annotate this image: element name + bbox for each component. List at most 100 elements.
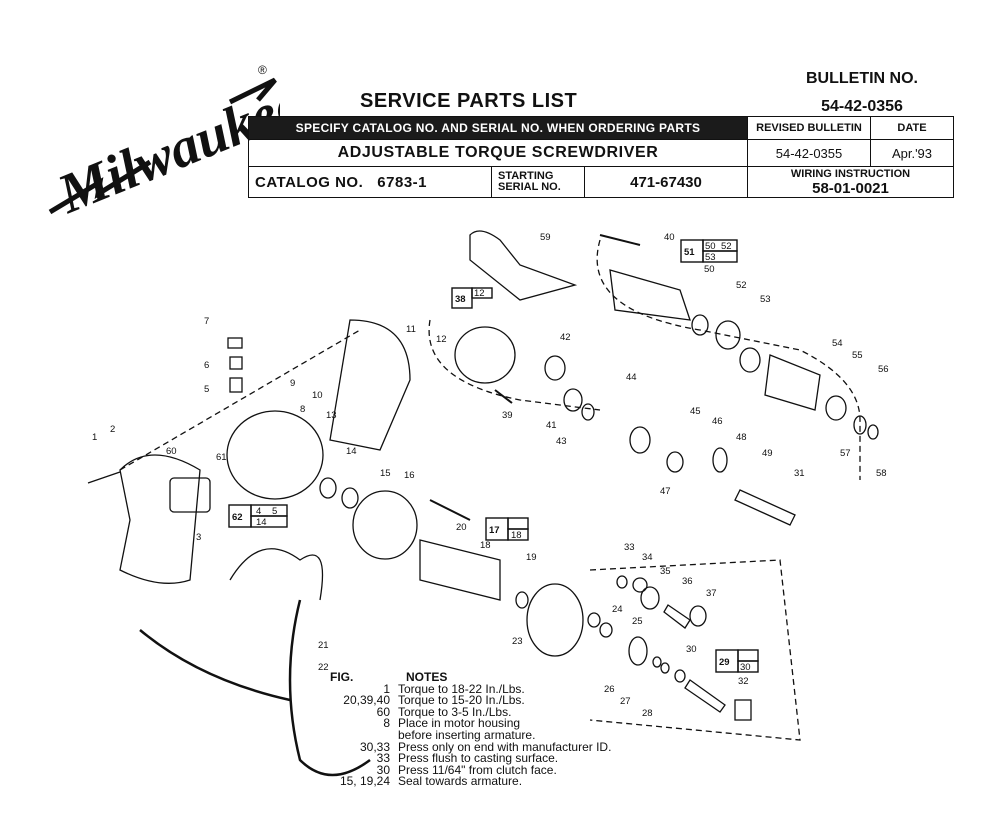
assembly-17-main: 17 [489, 525, 500, 536]
cord-shape [288, 599, 371, 777]
assembly-51-sub-52: 52 [721, 241, 732, 252]
callout-41: 41 [546, 420, 557, 431]
callout-8: 8 [300, 404, 305, 415]
wiring-label: WIRING INSTRUCTION [790, 168, 911, 180]
callout-31: 31 [794, 468, 805, 479]
callout-30: 30 [686, 644, 697, 655]
callout-58: 58 [876, 468, 887, 479]
serial-label-line-2: SERIAL NO. [498, 181, 561, 193]
field-shape [352, 490, 418, 560]
note-text: Torque to 18-22 In./Lbs. [398, 681, 525, 696]
note-text: Press flush to casting surface. [398, 751, 559, 766]
callout-59: 59 [540, 232, 551, 243]
callout-11: 11 [406, 324, 416, 335]
serial-value: 471-67430 [584, 166, 748, 198]
note-fig: 20,39,40 [343, 693, 390, 708]
note-row: 20,39,40 Torque to 15-20 In./Lbs. [330, 693, 611, 708]
callout-60: 60 [166, 446, 177, 457]
handle-cover-shape [329, 319, 411, 451]
assembly-62-sub-5: 5 [272, 506, 277, 517]
assembly-box-38: 38 12 [451, 287, 493, 309]
callout-36: 36 [682, 576, 693, 587]
product-name: ADJUSTABLE TORQUE SCREWDRIVER [248, 139, 748, 167]
callout-2: 2 [110, 424, 115, 435]
note-text: Press 11/64" from clutch face. [398, 762, 557, 777]
callout-14: 14 [346, 446, 357, 457]
notes-header-row: FIG. NOTES [330, 670, 611, 684]
bulletin-label: BULLETIN NO. [806, 70, 918, 87]
callout-43: 43 [556, 436, 567, 447]
callout-42: 42 [560, 332, 571, 343]
assembly-62-main: 62 [232, 512, 243, 523]
assembly-29-main: 29 [719, 657, 730, 668]
switch-shape [169, 477, 211, 513]
callout-46: 46 [712, 416, 723, 427]
assembly-62-sub-4: 4 [256, 506, 261, 517]
callout-3: 3 [196, 532, 201, 543]
callout-19: 19 [526, 552, 537, 563]
notes-section: FIG. NOTES 1 Torque to 18-22 In./Lbs. 20,… [330, 670, 611, 788]
callout-27: 27 [620, 696, 631, 707]
catalog-label: CATALOG NO. [255, 173, 364, 191]
callout-16: 16 [404, 470, 415, 481]
callout-47: 47 [660, 486, 671, 497]
callout-25: 25 [632, 616, 643, 627]
bulletin-number: 54-42-0356 [821, 98, 903, 115]
gear-case-shape [526, 583, 584, 657]
sleeve-shape [764, 354, 821, 411]
nose-assembly-shape [609, 269, 691, 321]
page-title: SERVICE PARTS LIST [360, 90, 578, 112]
catalog-value: 6783-1 [377, 173, 428, 191]
callout-21: 21 [318, 640, 329, 651]
callout-15: 15 [380, 468, 391, 479]
serial-label: STARTING SERIAL NO. [491, 166, 585, 198]
callout-6: 6 [204, 360, 209, 371]
callout-49: 49 [762, 448, 773, 459]
note-row: 1 Torque to 18-22 In./Lbs. [330, 681, 611, 696]
callout-9: 9 [290, 378, 295, 389]
note-text: Torque to 15-20 In./Lbs. [398, 693, 525, 708]
callout-40: 40 [664, 232, 675, 243]
callout-39: 39 [502, 410, 513, 421]
note-text: Place in motor housing [398, 716, 521, 731]
note-fig: 1 [383, 681, 390, 696]
callout-7: 7 [204, 316, 209, 327]
handle-housing-shape [119, 454, 201, 584]
callout-13: 13 [326, 410, 337, 421]
callout-48: 48 [736, 432, 747, 443]
callout-32: 32 [738, 676, 749, 687]
callout-53: 53 [760, 294, 771, 305]
assembly-51-sub-50: 50 [705, 241, 716, 252]
callout-1: 1 [92, 432, 97, 443]
callout-28: 28 [642, 708, 653, 719]
serial-label-line-1: STARTING [498, 170, 554, 182]
note-fig: 30,33 [359, 739, 390, 754]
callout-56: 56 [878, 364, 889, 375]
callout-5: 5 [204, 384, 209, 395]
assembly-62-sub-14: 14 [256, 517, 267, 528]
hanger-shape [469, 230, 578, 301]
assembly-17-sub: 18 [511, 530, 522, 541]
callout-20: 20 [456, 522, 467, 533]
header-table: SPECIFY CATALOG NO. AND SERIAL NO. WHEN … [248, 116, 954, 198]
wiring-value: 58-01-0021 [812, 180, 889, 197]
bulletin-block: BULLETIN NO. 54-42-0356 [792, 68, 932, 118]
milwaukee-logo: Milwaukee ® [48, 63, 280, 222]
assembly-box-17: 17 18 [485, 517, 529, 541]
note-fig: 60 [376, 704, 390, 719]
notes-header: NOTES [406, 670, 448, 684]
catalog-cell: CATALOG NO. 6783-1 [248, 166, 492, 198]
callout-35: 35 [660, 566, 671, 577]
assembly-38-main: 38 [455, 294, 466, 305]
callout-57: 57 [840, 448, 851, 459]
callout-52: 52 [736, 280, 747, 291]
wiring-cell: WIRING INSTRUCTION 58-01-0021 [747, 166, 954, 198]
assembly-51-sub-53: 53 [705, 252, 716, 263]
